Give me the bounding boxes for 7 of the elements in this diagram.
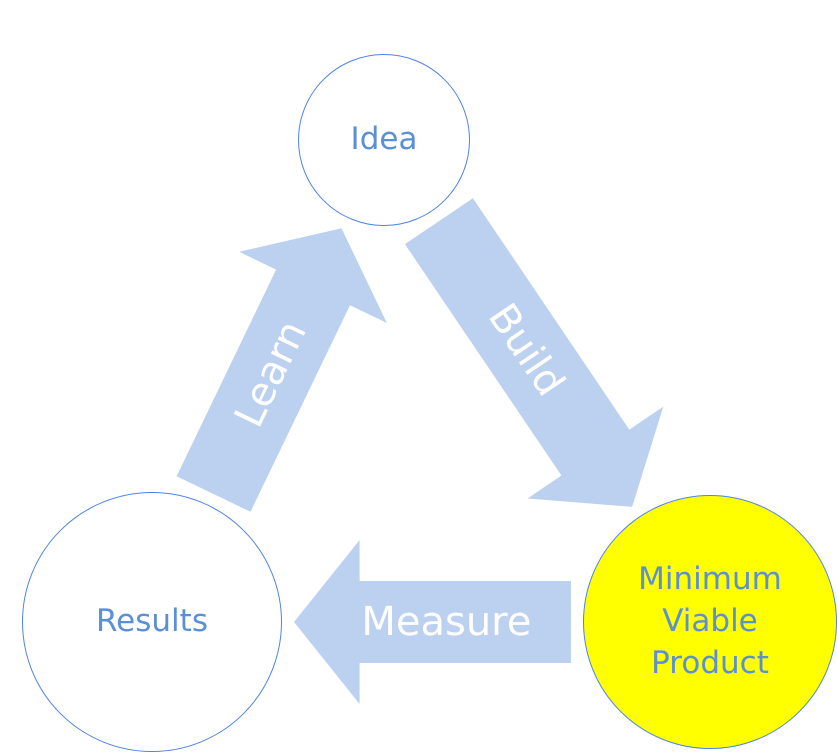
edge-label: Measure [361,599,532,645]
stage-label: Results [95,602,209,642]
block-arrow [404,198,664,507]
block-arrow [176,228,387,512]
stage-label: Minimum Viable Product [637,560,783,683]
stage-label: Idea [350,120,418,160]
block-arrow [294,540,571,704]
